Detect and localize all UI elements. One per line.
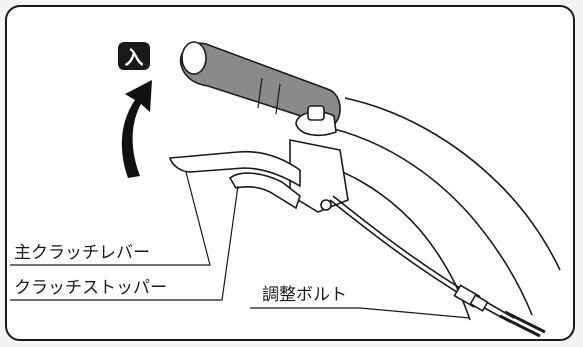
adjust-bolt [453, 284, 489, 312]
label-adjust-bolt: 調整ボルト [262, 285, 347, 305]
leader-lines [10, 171, 471, 319]
leader-adjust-bolt [250, 307, 471, 319]
main-clutch-lever [168, 150, 301, 188]
leader-clutch-stopper [10, 185, 239, 301]
label-clutch-stopper: クラッチストッパー [14, 278, 167, 298]
clutch-stopper [228, 172, 301, 210]
handle-grip [179, 41, 341, 127]
curved-up-arrow-icon [121, 80, 152, 178]
lever-clamp [289, 105, 349, 213]
leader-main-clutch-lever [10, 171, 211, 266]
engage-badge: 入 [118, 42, 150, 70]
label-main-clutch-lever: 主クラッチレバー [14, 243, 150, 263]
